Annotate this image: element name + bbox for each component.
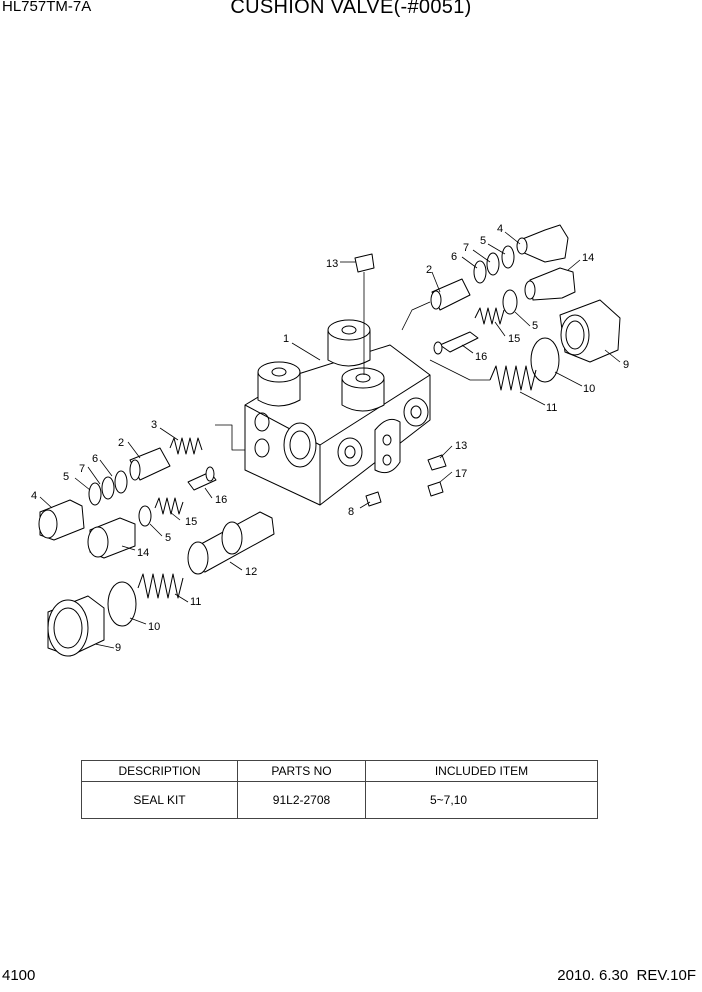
- callout-15: 15: [508, 333, 520, 345]
- cell-description: SEAL KIT: [81, 781, 238, 819]
- callout-14: 14: [582, 252, 594, 264]
- callout-16: 16: [475, 351, 487, 363]
- callout-4: 4: [31, 490, 37, 502]
- callout-2: 2: [118, 437, 124, 449]
- callout-1: 1: [283, 333, 289, 345]
- valve-body: [244, 319, 431, 506]
- callout-12: 12: [245, 566, 257, 578]
- callout-5: 5: [480, 235, 486, 247]
- callout-2: 2: [426, 264, 432, 276]
- callout-15: 15: [185, 516, 197, 528]
- header-parts-no: PARTS NO: [237, 760, 366, 782]
- callout-10: 10: [148, 621, 160, 633]
- callout-13: 13: [326, 258, 338, 270]
- leader-lines: [39, 231, 621, 649]
- table-header-row: DESCRIPTION PARTS NO INCLUDED ITEM: [81, 760, 598, 782]
- cell-parts-no: 91L2-2708: [237, 781, 366, 819]
- parts-table: DESCRIPTION PARTS NO INCLUDED ITEM SEAL …: [81, 760, 598, 819]
- revision-date: 2010. 6.30 REV.10F: [557, 967, 696, 984]
- callout-5: 5: [532, 320, 538, 332]
- callout-7: 7: [79, 463, 85, 475]
- callout-17: 17: [455, 468, 467, 480]
- callout-3: 3: [151, 419, 157, 431]
- cell-included-item: 5~7,10: [365, 781, 598, 819]
- model-name: HL757TM-7A: [2, 0, 92, 15]
- callout-6: 6: [92, 453, 98, 465]
- callout-9: 9: [623, 359, 629, 371]
- callout-5: 5: [165, 532, 171, 544]
- left-parts: [38, 437, 275, 657]
- page-title: CUSHION VALVE(-#0051): [230, 0, 472, 18]
- callout-14: 14: [137, 547, 149, 559]
- header-included-item: INCLUDED ITEM: [365, 760, 598, 782]
- callout-8: 8: [348, 506, 354, 518]
- callout-9: 9: [115, 642, 121, 654]
- callout-10: 10: [583, 383, 595, 395]
- page-number: 4100: [2, 967, 36, 984]
- callout-4: 4: [497, 223, 503, 235]
- callout-7: 7: [463, 242, 469, 254]
- callout-16: 16: [215, 494, 227, 506]
- table-row: SEAL KIT 91L2-2708 5~7,10: [81, 781, 598, 819]
- callout-labels: 1 2 2 3 4 4 5 5 5 5 6 6 7 7 8 9 9 10 10 …: [31, 223, 629, 654]
- right-parts: [354, 224, 621, 507]
- callout-5: 5: [63, 471, 69, 483]
- callout-13: 13: [455, 440, 467, 452]
- callout-11: 11: [546, 402, 557, 414]
- callout-6: 6: [451, 251, 457, 263]
- callout-11: 11: [190, 596, 201, 608]
- header-description: DESCRIPTION: [81, 760, 238, 782]
